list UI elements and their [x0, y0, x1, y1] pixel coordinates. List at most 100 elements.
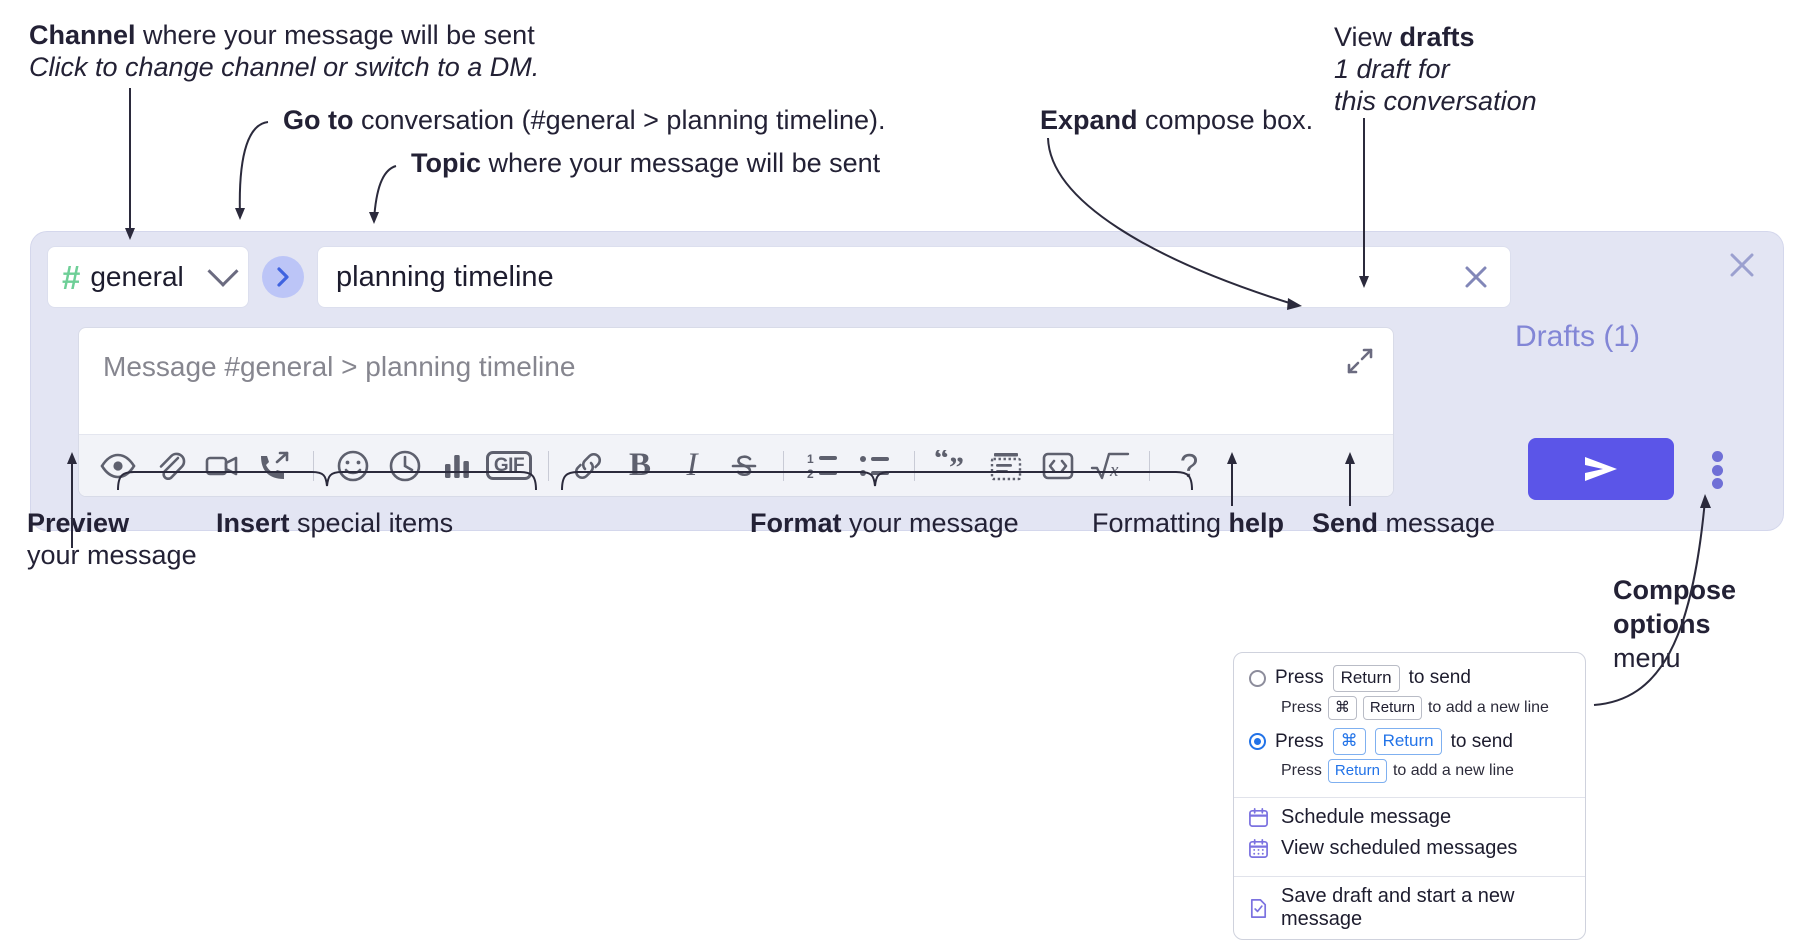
option2-key-cmd: ⌘ [1332, 728, 1366, 756]
blockquote-icon[interactable]: “ ” [929, 442, 979, 490]
math-icon[interactable]: x [1085, 442, 1135, 490]
menu-item-schedule-label: Schedule message [1281, 806, 1452, 829]
phone-icon[interactable] [249, 442, 299, 490]
option1-press: Press [1275, 667, 1324, 689]
clock-icon[interactable] [380, 442, 430, 490]
close-icon[interactable] [1725, 248, 1759, 282]
separator-5 [1149, 450, 1150, 481]
help-label: ? [1179, 446, 1199, 484]
annotation-goto-rest: conversation (#general > planning timeli… [353, 105, 886, 135]
option1-sub-press: Press [1281, 699, 1322, 717]
attachment-icon[interactable] [145, 442, 195, 490]
separator-1 [313, 450, 314, 481]
compose-options-menu-button[interactable] [1697, 448, 1737, 492]
goto-conversation-button[interactable] [262, 256, 304, 298]
preview-icon[interactable] [93, 442, 143, 490]
channel-name-label: general [90, 261, 184, 292]
link-icon[interactable] [563, 442, 613, 490]
send-option-cmd-return[interactable]: Press ⌘ Return to send [1234, 726, 1585, 756]
radio-selected-icon[interactable] [1249, 733, 1266, 751]
option2-sub-key-return: Return [1327, 759, 1387, 784]
annotation-topic: Topic where your message will be sent [411, 148, 880, 180]
annotation-channel-sub: Click to change channel or switch to a D… [29, 51, 540, 82]
annotation-expand: Expand compose box. [1040, 105, 1313, 137]
italic-label: I [686, 447, 698, 483]
annotation-topic-rest: where your message will be sent [481, 148, 881, 178]
svg-text:”: ” [949, 451, 964, 482]
bulleted-list-icon[interactable] [850, 442, 900, 490]
menu-item-view-scheduled[interactable]: View scheduled messages [1234, 837, 1585, 868]
radio-unselected-icon[interactable] [1249, 669, 1266, 687]
annotation-send-rest: message [1378, 508, 1496, 538]
annotation-drafts-line3: this conversation [1334, 85, 1537, 116]
annotation-topic-bold: Topic [411, 148, 481, 178]
calendar-view-icon [1249, 839, 1268, 859]
strikethrough-icon[interactable] [719, 442, 769, 490]
bold-label: B [628, 447, 651, 483]
code-block-icon[interactable] [981, 442, 1031, 490]
annotation-expand-bold: Expand [1040, 105, 1138, 135]
expand-icon[interactable] [1341, 342, 1379, 380]
svg-text:“: “ [934, 450, 949, 475]
paper-plane-icon [1585, 457, 1617, 481]
menu-divider-1 [1234, 797, 1585, 799]
option1-sub-key-cmd: ⌘ [1327, 695, 1357, 721]
annotation-channel-bold: Channel [29, 20, 136, 50]
option1-sub-tail: to add a new line [1427, 699, 1549, 717]
bar-chart-icon[interactable] [432, 442, 482, 490]
kebab-dot-3 [1711, 478, 1723, 489]
message-placeholder: Message #general > planning timeline [103, 351, 576, 382]
ordered-list-icon[interactable]: 1 2 [798, 442, 848, 490]
annotation-format-bold: Format [750, 508, 842, 538]
annotation-drafts: View drafts 1 draft for this conversatio… [1334, 22, 1537, 118]
annotation-compose-line3: menu [1613, 642, 1681, 673]
menu-item-view-scheduled-label: View scheduled messages [1281, 837, 1518, 860]
annotation-expand-rest: compose box. [1137, 105, 1314, 135]
menu-item-save-draft-label: Save draft and start a new message [1281, 885, 1515, 931]
gif-icon[interactable]: GIF [484, 442, 534, 490]
annotation-drafts-rest: View [1334, 22, 1400, 52]
italic-icon[interactable]: I [667, 442, 717, 490]
topic-value: planning timeline [336, 260, 554, 293]
menu-item-schedule-message[interactable]: Schedule message [1234, 798, 1585, 837]
drafts-link[interactable]: Drafts (1) [1515, 320, 1641, 353]
annotation-preview-rest: your message [27, 539, 197, 570]
clear-topic-icon[interactable] [1458, 259, 1494, 295]
help-icon[interactable]: ? [1164, 442, 1214, 490]
annotation-preview-bold: Preview [27, 508, 130, 538]
annotation-help-rest: Formatting [1092, 508, 1229, 538]
formatting-toolbar: GIF B I [79, 434, 1393, 496]
gif-label: GIF [485, 451, 533, 480]
channel-selector[interactable]: # general [47, 246, 249, 308]
svg-text:1: 1 [807, 452, 814, 466]
video-camera-icon[interactable] [197, 442, 247, 490]
compose-header-row: # general planning timeline [47, 246, 1511, 308]
annotation-format: Format your message [750, 508, 1019, 540]
annotation-send-bold: Send [1312, 508, 1379, 538]
option2-sub-press: Press [1281, 762, 1322, 780]
send-option-return[interactable]: Press Return to send [1234, 663, 1585, 692]
bold-icon[interactable]: B [615, 442, 665, 490]
annotation-channel-rest: where your message will be sent [135, 20, 535, 50]
svg-text:2: 2 [807, 467, 814, 481]
send-option-return-sub: Press ⌘ Return to add a new line [1234, 692, 1585, 726]
chevron-down-icon [207, 255, 239, 287]
send-button[interactable] [1528, 438, 1674, 500]
annotation-drafts-line2: 1 draft for [1334, 53, 1450, 84]
message-input-container[interactable]: Message #general > planning timeline [78, 327, 1394, 497]
svg-text:x: x [1109, 460, 1119, 481]
annotation-format-rest: your message [841, 508, 1019, 538]
kebab-dot-2 [1711, 464, 1723, 476]
annotation-send: Send message [1312, 508, 1495, 540]
annotation-channel: Channel where your message will be sent … [29, 20, 539, 84]
annotation-drafts-bold: drafts [1399, 22, 1475, 52]
save-draft-icon [1250, 898, 1267, 918]
topic-input[interactable]: planning timeline [317, 246, 1511, 308]
code-icon[interactable] [1033, 442, 1083, 490]
menu-item-save-draft[interactable]: Save draft and start a new message [1234, 877, 1585, 939]
emoji-icon[interactable] [328, 442, 378, 490]
annotation-insert: Insert special items [216, 508, 453, 540]
annotation-formatting-help: Formatting help [1092, 508, 1284, 540]
annotation-insert-bold: Insert [216, 508, 290, 538]
option2-press: Press [1275, 730, 1324, 752]
